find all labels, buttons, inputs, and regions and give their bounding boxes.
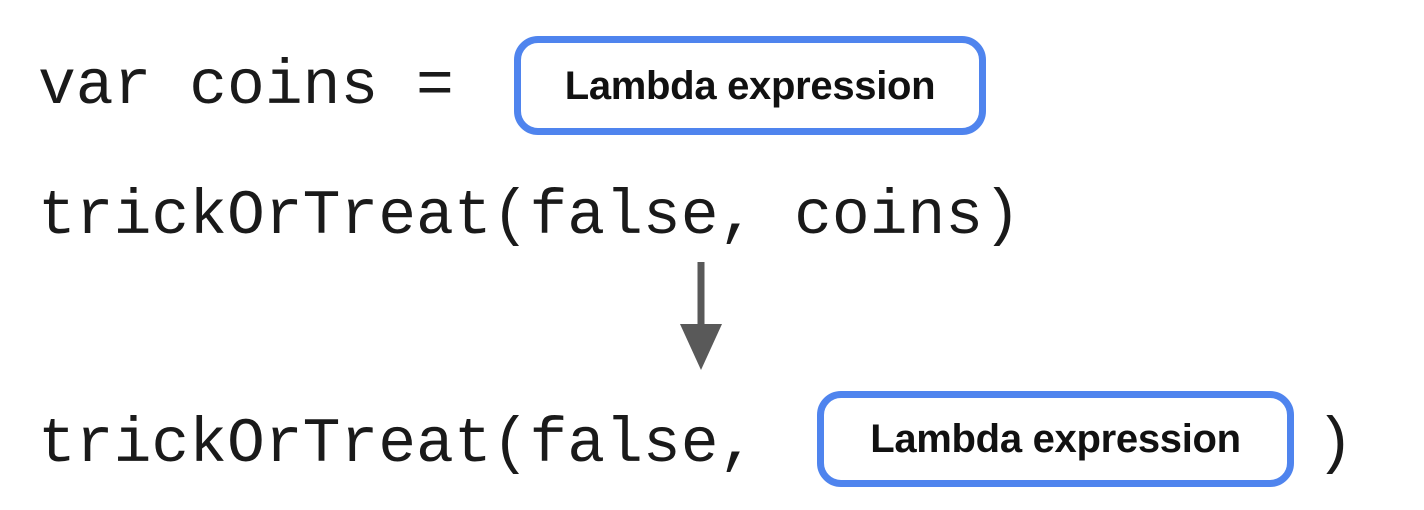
code-line-2: trickOrTreat(false, coins) [38, 181, 1021, 252]
lambda-expression-chip-2[interactable]: Lambda expression [817, 391, 1294, 487]
lambda-expression-chip-1-label: Lambda expression [564, 63, 936, 108]
code-line-3-head: trickOrTreat(false, [38, 409, 795, 480]
down-arrow-icon [660, 258, 744, 374]
code-line-1: var coins = [38, 51, 492, 122]
lambda-expression-chip-2-label: Lambda expression [870, 417, 1241, 461]
code-line-3-tail: ) [1316, 409, 1354, 480]
lambda-expression-chip-1[interactable]: Lambda expression [514, 36, 986, 135]
